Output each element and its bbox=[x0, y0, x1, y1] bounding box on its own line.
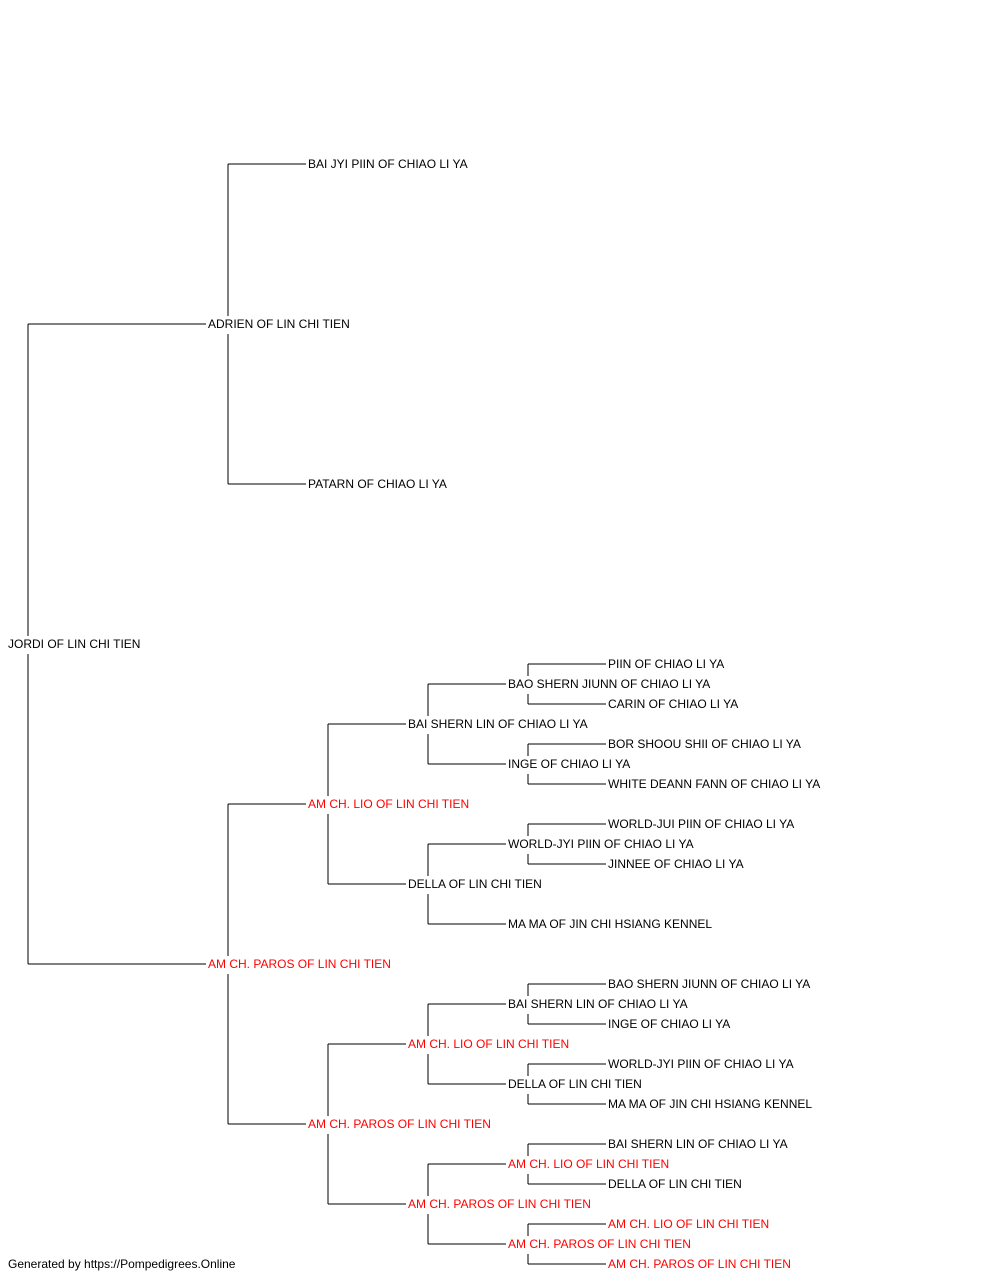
dog-name-gen3: BAI SHERN LIN OF CHIAO LI YA bbox=[408, 717, 588, 731]
dog-name-gen5: WHITE DEANN FANN OF CHIAO LI YA bbox=[608, 777, 820, 791]
dog-name-gen2: BAI JYI PIIN OF CHIAO LI YA bbox=[308, 157, 468, 171]
dog-name-gen4: WORLD-JYI PIIN OF CHIAO LI YA bbox=[508, 837, 694, 851]
dog-name-gen3: DELLA OF LIN CHI TIEN bbox=[408, 877, 542, 891]
dog-name-gen5: CARIN OF CHIAO LI YA bbox=[608, 697, 738, 711]
dog-name-gen5: BAO SHERN JIUNN OF CHIAO LI YA bbox=[608, 977, 810, 991]
dog-name-gen5: INGE OF CHIAO LI YA bbox=[608, 1017, 730, 1031]
dog-name-gen4: INGE OF CHIAO LI YA bbox=[508, 757, 630, 771]
dog-name-gen5: PIIN OF CHIAO LI YA bbox=[608, 657, 724, 671]
dog-name-gen3: AM CH. PAROS OF LIN CHI TIEN bbox=[408, 1197, 591, 1211]
dog-name-gen1: ADRIEN OF LIN CHI TIEN bbox=[208, 317, 350, 331]
dog-name-gen5: AM CH. PAROS OF LIN CHI TIEN bbox=[608, 1257, 791, 1271]
dog-name-gen4: BAI SHERN LIN OF CHIAO LI YA bbox=[508, 997, 688, 1011]
dog-name-gen5: BAI SHERN LIN OF CHIAO LI YA bbox=[608, 1137, 788, 1151]
dog-name-gen4: BAO SHERN JIUNN OF CHIAO LI YA bbox=[508, 677, 710, 691]
dog-name-gen5: WORLD-JYI PIIN OF CHIAO LI YA bbox=[608, 1057, 794, 1071]
dog-name-gen3: AM CH. LIO OF LIN CHI TIEN bbox=[408, 1037, 569, 1051]
dog-name-gen5: JINNEE OF CHIAO LI YA bbox=[608, 857, 744, 871]
dog-name-gen5: WORLD-JUI PIIN OF CHIAO LI YA bbox=[608, 817, 794, 831]
dog-name-gen5: DELLA OF LIN CHI TIEN bbox=[608, 1177, 742, 1191]
dog-name-gen2: PATARN OF CHIAO LI YA bbox=[308, 477, 447, 491]
dog-name-gen0: JORDI OF LIN CHI TIEN bbox=[8, 637, 140, 651]
dog-name-gen4: AM CH. PAROS OF LIN CHI TIEN bbox=[508, 1237, 691, 1251]
dog-name-gen5: BOR SHOOU SHII OF CHIAO LI YA bbox=[608, 737, 801, 751]
dog-name-gen5: AM CH. LIO OF LIN CHI TIEN bbox=[608, 1217, 769, 1231]
dog-name-gen5: MA MA OF JIN CHI HSIANG KENNEL bbox=[608, 1097, 812, 1111]
dog-name-gen4: AM CH. LIO OF LIN CHI TIEN bbox=[508, 1157, 669, 1171]
dog-name-gen4: DELLA OF LIN CHI TIEN bbox=[508, 1077, 642, 1091]
dog-name-gen2: AM CH. LIO OF LIN CHI TIEN bbox=[308, 797, 469, 811]
dog-name-gen1: AM CH. PAROS OF LIN CHI TIEN bbox=[208, 957, 391, 971]
dog-name-gen2: AM CH. PAROS OF LIN CHI TIEN bbox=[308, 1117, 491, 1131]
dog-name-gen4: MA MA OF JIN CHI HSIANG KENNEL bbox=[508, 917, 712, 931]
footer-credit: Generated by https://Pompedigrees.Online bbox=[8, 1257, 236, 1271]
